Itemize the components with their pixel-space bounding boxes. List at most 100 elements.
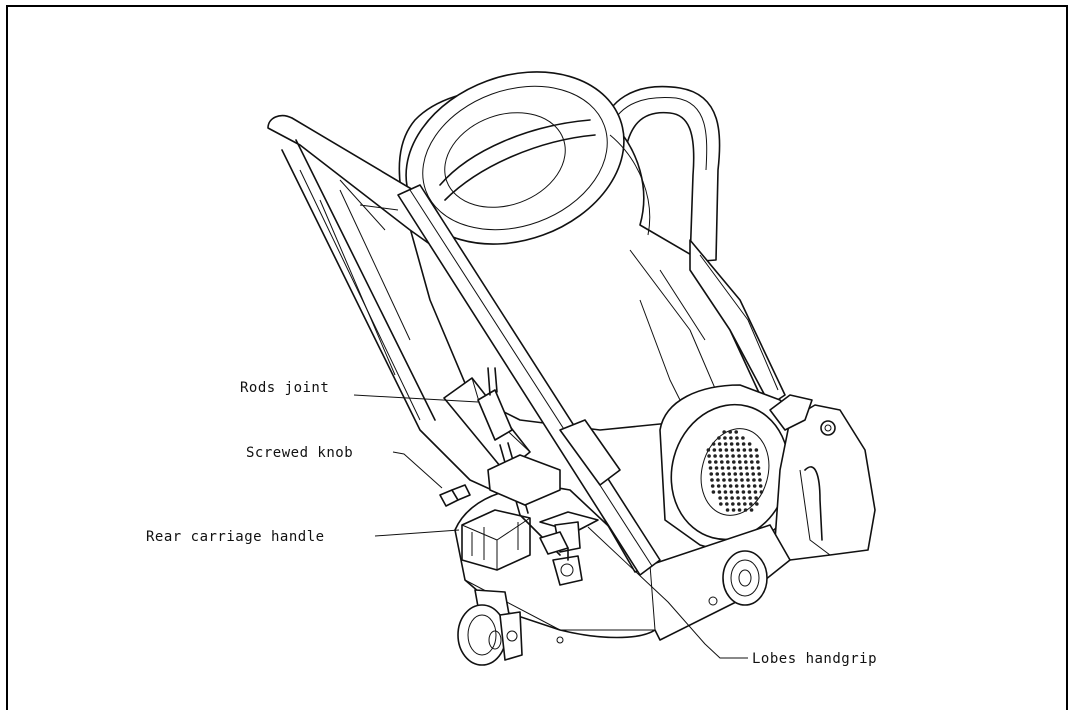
- grille-hole: [727, 472, 732, 476]
- motor-body: [398, 71, 761, 431]
- grille-hole: [718, 448, 723, 452]
- grille-hole: [717, 442, 722, 446]
- caster-wheel: [457, 589, 564, 666]
- grille-hole: [751, 472, 756, 476]
- grille-hole: [742, 448, 747, 452]
- grille-hole: [736, 496, 740, 500]
- grille-hole: [735, 490, 740, 494]
- label-rods-joint: Rods joint: [240, 380, 329, 396]
- grille-hole: [723, 490, 728, 494]
- grille-hole: [711, 442, 716, 446]
- grille-hole: [731, 454, 735, 458]
- grille-hole: [717, 490, 722, 494]
- grille-hole: [731, 502, 735, 506]
- grille-hole: [741, 436, 745, 440]
- grille-hole: [749, 508, 754, 512]
- grille-hole: [745, 472, 750, 476]
- grille-hole: [708, 466, 713, 470]
- grille-hole: [747, 490, 752, 494]
- grille-hole: [739, 472, 744, 476]
- grille-hole: [747, 442, 752, 446]
- grille-hole: [744, 466, 749, 470]
- grille-hole: [749, 454, 753, 458]
- grille-hole: [737, 502, 741, 506]
- grille-hole: [741, 490, 746, 494]
- grille-hole: [723, 442, 728, 446]
- grille-hole: [752, 478, 756, 482]
- front-guard: [769, 394, 876, 561]
- grille-hole: [728, 484, 733, 488]
- grille-hole: [755, 454, 759, 458]
- lobes-handgrip: [539, 511, 599, 586]
- grille-hole: [742, 496, 746, 500]
- grille-hole: [740, 478, 744, 482]
- front-wheel: [722, 550, 768, 606]
- grille-hole: [725, 502, 729, 506]
- grille-hole: [735, 442, 740, 446]
- grille-hole: [728, 430, 732, 434]
- grille-hole: [743, 502, 747, 506]
- grille-hole: [758, 478, 762, 482]
- grille-hole: [729, 490, 734, 494]
- grille-hole: [717, 436, 721, 440]
- grille-hole: [714, 466, 719, 470]
- grille-hole: [743, 508, 748, 512]
- grille-hole: [722, 478, 726, 482]
- grille-hole: [755, 502, 759, 506]
- grille-hole: [726, 466, 731, 470]
- grille-hole: [737, 508, 742, 512]
- grille-hole: [706, 448, 711, 452]
- grille-hole: [733, 472, 738, 476]
- grille-hole: [756, 466, 761, 470]
- drawing-frame: [6, 5, 1068, 710]
- grille-hole: [743, 454, 747, 458]
- grille-hole: [708, 460, 712, 464]
- label-screwed-knob: Screwed knob: [246, 445, 353, 461]
- grille-hole: [711, 490, 716, 494]
- grille-hole: [734, 478, 738, 482]
- grille-hole: [709, 472, 714, 476]
- grille-hole: [707, 454, 711, 458]
- label-rear-carriage-handle: Rear carriage handle: [146, 529, 325, 545]
- grille-hole: [731, 508, 736, 512]
- label-lobes-handgrip: Lobes handgrip: [752, 651, 877, 667]
- grille-hole: [750, 460, 754, 464]
- grille-hole: [722, 484, 727, 488]
- grille-hole: [753, 490, 758, 494]
- grille-hole: [746, 478, 750, 482]
- grille-hole: [736, 448, 741, 452]
- grille-hole: [752, 484, 757, 488]
- grille-hole: [754, 448, 759, 452]
- grille-hole: [719, 454, 723, 458]
- grille-hole: [749, 502, 753, 506]
- grille-hole: [730, 496, 734, 500]
- grille-hole: [732, 466, 737, 470]
- grille-hole: [710, 484, 715, 488]
- grille-hole: [738, 460, 742, 464]
- grille-hole: [721, 472, 726, 476]
- grille-hole: [740, 484, 745, 488]
- grille-hole: [714, 460, 718, 464]
- grille-hole: [738, 466, 743, 470]
- grille-hole: [720, 460, 724, 464]
- grille-hole: [729, 436, 733, 440]
- grille-hole: [724, 448, 729, 452]
- grille-hole: [741, 442, 746, 446]
- grille-hole: [712, 448, 717, 452]
- grille-hole: [716, 478, 720, 482]
- grille-hole: [746, 484, 751, 488]
- grille-hole: [725, 454, 729, 458]
- motor-grille: [706, 430, 764, 512]
- grille-hole: [720, 466, 725, 470]
- grille-hole: [725, 508, 730, 512]
- grille-hole: [758, 484, 763, 488]
- grille-hole: [710, 478, 714, 482]
- grille-hole: [730, 448, 735, 452]
- grille-hole: [728, 478, 732, 482]
- grille-hole: [754, 496, 758, 500]
- grille-hole: [757, 472, 762, 476]
- grille-hole: [729, 442, 734, 446]
- grille-hole: [726, 460, 730, 464]
- grille-hole: [718, 496, 722, 500]
